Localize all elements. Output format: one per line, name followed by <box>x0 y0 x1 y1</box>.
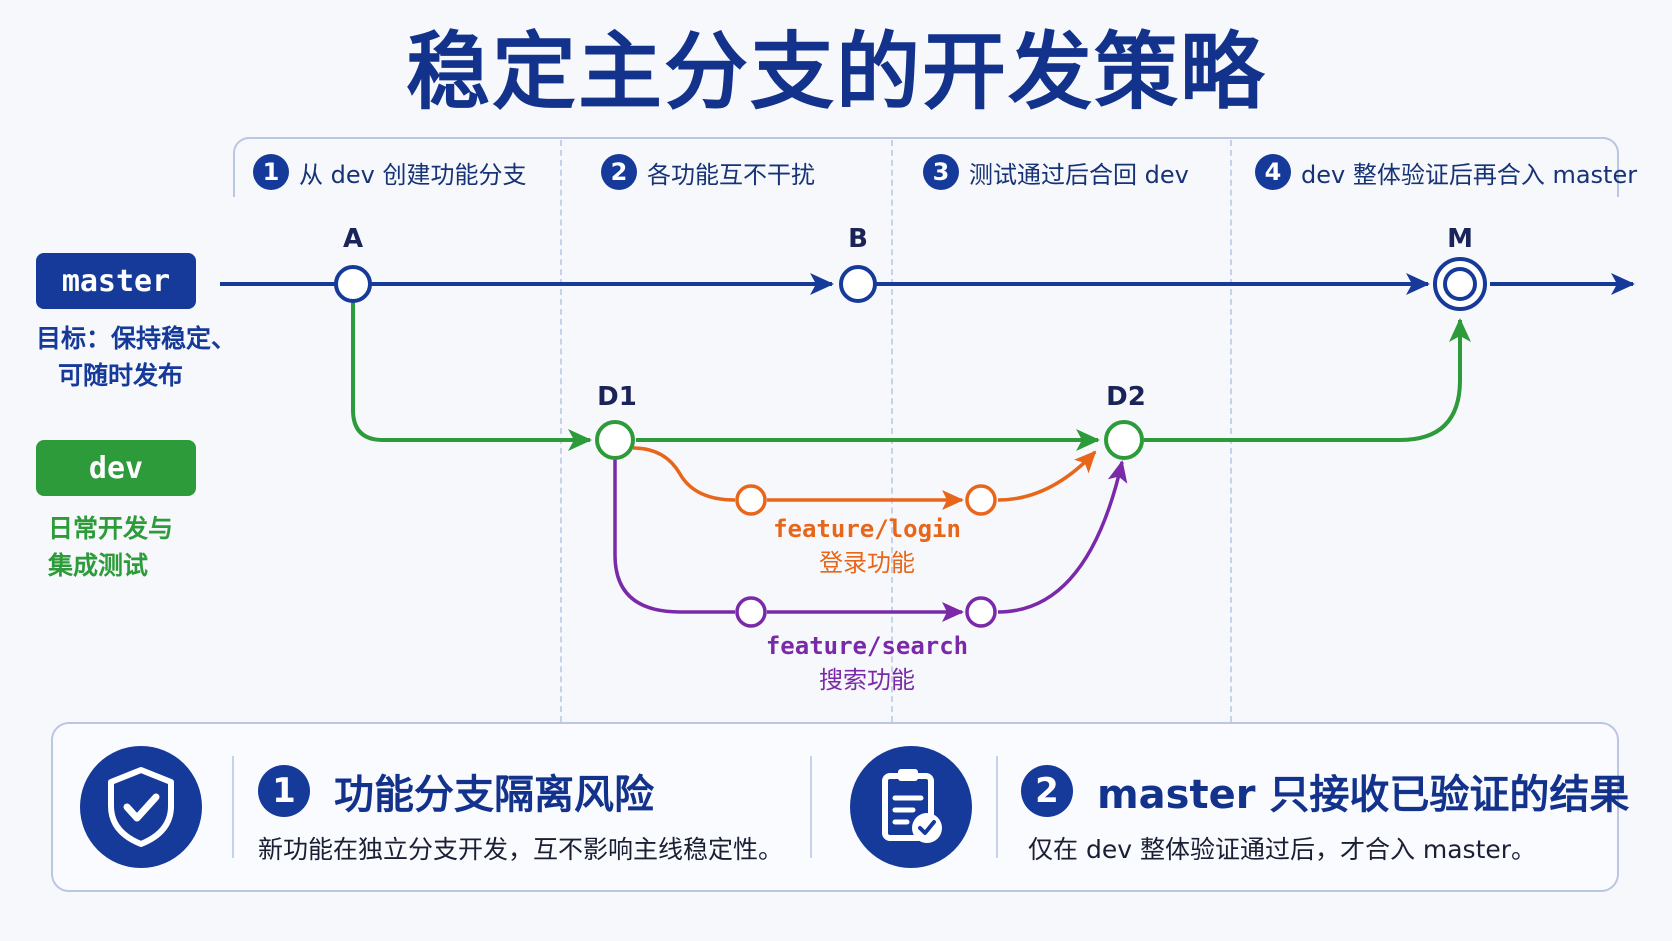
step-2: 2 各功能互不干扰 <box>601 150 815 194</box>
step-number: 2 <box>601 154 637 190</box>
step-number: 1 <box>253 154 289 190</box>
shield-check-icon <box>80 746 202 868</box>
step-label: dev 整体验证后再合入 master <box>1301 160 1638 189</box>
feature-login-line <box>632 446 1097 510</box>
node-label-b: B <box>848 224 868 254</box>
master-branch-description: 目标：保持稳定、 可随时发布 <box>36 320 236 394</box>
feature-login-commit <box>965 484 997 516</box>
merge-m-node <box>1433 257 1487 311</box>
clipboard-check-icon <box>850 746 972 868</box>
step-1: 1 从 dev 创建功能分支 <box>253 150 526 194</box>
dev-branch-description: 日常开发与 集成测试 <box>48 510 173 584</box>
summary-divider <box>996 756 998 858</box>
step-number: 4 <box>1255 154 1291 190</box>
step-divider <box>1230 140 1232 722</box>
dev-desc-line2: 集成测试 <box>48 551 149 580</box>
page-title: 稳定主分支的开发策略 <box>405 23 1266 121</box>
feature-login-commit <box>735 484 767 516</box>
dev-line <box>351 302 1471 451</box>
steps-header-box <box>233 137 1619 197</box>
node-label-d2: D2 <box>1106 382 1146 412</box>
summary-divider <box>810 756 812 858</box>
step-divider <box>891 140 893 722</box>
summary-number: 1 <box>258 765 310 817</box>
step-number: 3 <box>923 154 959 190</box>
master-desc-line2: 可随时发布 <box>58 361 184 390</box>
dev-desc-line1: 日常开发与 <box>48 514 174 543</box>
step-label: 从 dev 创建功能分支 <box>299 160 527 189</box>
dev-branch-label: dev <box>36 440 196 496</box>
step-3: 3 测试通过后合回 dev <box>923 150 1189 194</box>
step-label: 各功能互不干扰 <box>647 160 815 189</box>
commit-d1-node <box>595 420 635 460</box>
feature-search-name: feature/search <box>765 632 969 660</box>
summary-title: 功能分支隔离风险 <box>334 772 654 818</box>
summary-desc: 新功能在独立分支开发，互不影响主线稳定性。 <box>258 835 784 864</box>
master-branch-label: master <box>36 253 196 309</box>
summary-desc: 仅在 dev 整体验证通过后，才合入 master。 <box>1028 835 1537 864</box>
feature-search-commit <box>965 596 997 628</box>
master-desc-line1: 目标：保持稳定、 <box>36 324 237 353</box>
summary-title: master 只接收已验证的结果 <box>1097 772 1630 818</box>
feature-login-name: feature/login <box>773 515 961 543</box>
commit-b-node <box>839 265 877 303</box>
feature-search-line <box>613 458 1128 622</box>
feature-search-commit <box>735 596 767 628</box>
summary-item-1-heading: 1 功能分支隔离风险 <box>258 762 654 820</box>
node-label-a: A <box>342 224 364 254</box>
commit-d2-node <box>1104 420 1144 460</box>
commit-a-node <box>334 265 372 303</box>
summary-divider <box>232 756 234 858</box>
summary-number: 2 <box>1021 765 1073 817</box>
feature-search-label: feature/search 搜索功能 <box>717 629 1017 697</box>
step-divider <box>560 140 562 722</box>
feature-login-desc: 登录功能 <box>819 549 915 577</box>
step-label: 测试通过后合回 dev <box>969 160 1189 189</box>
summary-box <box>51 722 1619 892</box>
node-label-m: M <box>1447 224 1473 254</box>
summary-item-2-heading: 2 master 只接收已验证的结果 <box>1021 762 1629 820</box>
feature-search-desc: 搜索功能 <box>819 666 915 694</box>
node-label-d1: D1 <box>597 382 637 412</box>
step-4: 4 dev 整体验证后再合入 master <box>1255 150 1637 194</box>
feature-login-label: feature/login 登录功能 <box>717 512 1017 580</box>
